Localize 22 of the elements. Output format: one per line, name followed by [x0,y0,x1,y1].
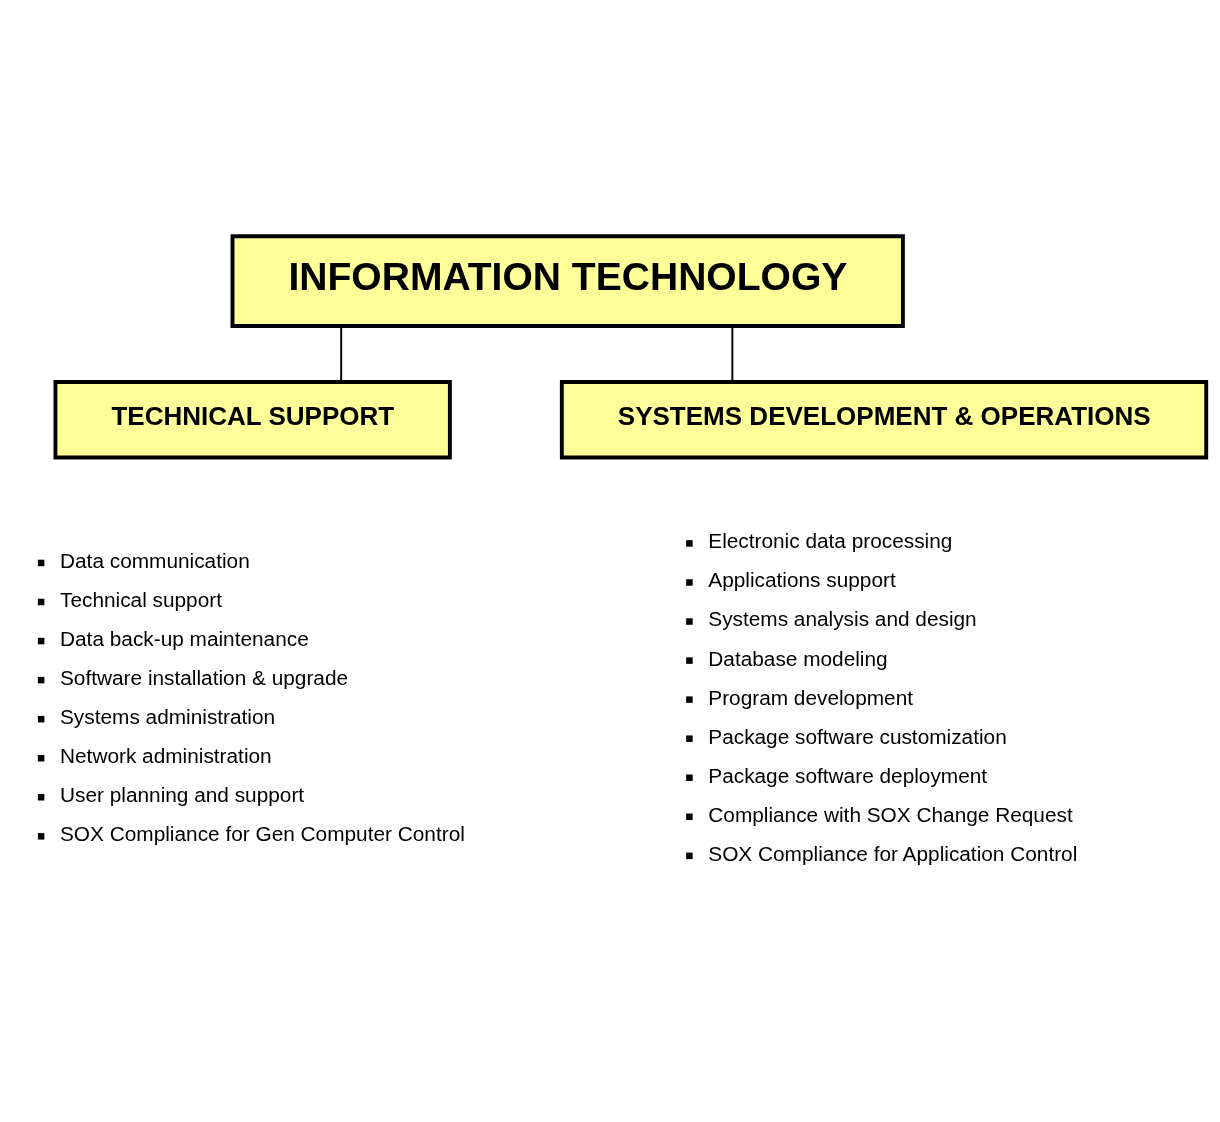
node-label: Program development [708,685,914,709]
node-label: Database modeling [708,646,888,670]
node-label: SOX Compliance for Application Control [708,841,1078,865]
node-box: TECHNICAL SUPPORT [53,380,452,460]
node-label: Applications support [708,568,896,592]
node-label: Software installation & upgrade [60,666,349,690]
node-label: Data communication [60,548,250,572]
node-label: Data back-up maintenance [60,627,309,651]
connector [340,325,343,383]
node-label: User planning and support [60,783,305,807]
node-label: Electronic data processing [708,529,953,553]
node-label: Systems analysis and design [708,607,977,631]
node-label: Compliance with SOX Change Request [708,802,1073,826]
node-box: INFORMATION TECHNOLOGY [230,234,905,328]
node-label: Package software customization [708,724,1007,748]
node-label: Package software deployment [708,763,988,787]
node-label: SOX Compliance for Gen Computer Control [60,822,465,846]
node-label: Systems administration [60,705,276,729]
connector [731,325,734,383]
node-box: SYSTEMS DEVELOPMENT & OPERATIONS [559,380,1209,460]
node-label: Network administration [60,744,272,768]
node-label: Technical support [60,587,222,611]
